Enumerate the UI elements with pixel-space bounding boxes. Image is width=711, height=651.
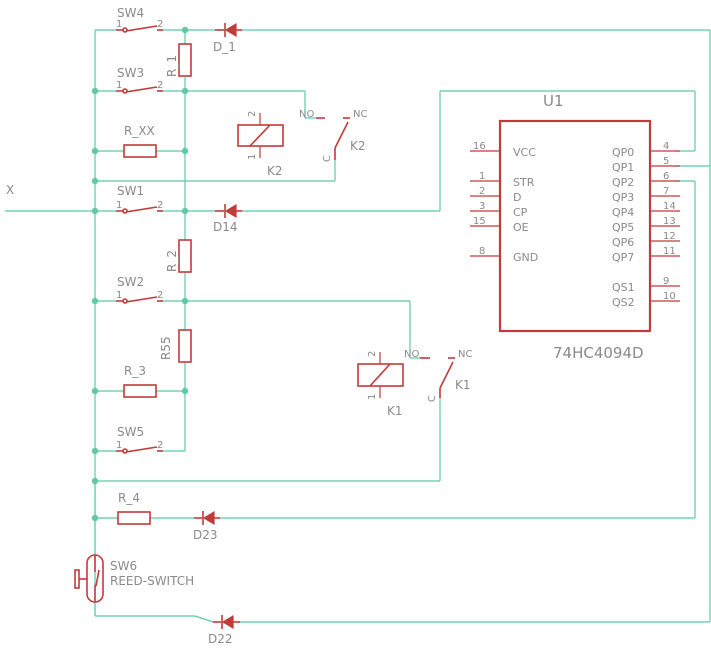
diode-d14[interactable]: D14 (213, 203, 242, 234)
k2-coil-pin2: 2 (247, 111, 258, 117)
u1-pin-num: 11 (663, 246, 676, 257)
u1-pin-num: 15 (473, 216, 486, 227)
sw3-pin2: 2 (157, 80, 163, 91)
sw5-name: SW5 (117, 425, 144, 439)
k1-coil-pin1: 1 (367, 394, 378, 400)
sw2-pin1: 1 (116, 290, 122, 301)
u1-pin-num: 10 (663, 291, 676, 302)
sw2-pin2: 2 (157, 290, 163, 301)
resistor-rxx[interactable]: R_XX (123, 124, 157, 158)
k2-coil-pin1: 1 (247, 154, 258, 160)
u1-pin-label: D (513, 191, 521, 204)
u1-pin-num: 13 (663, 216, 676, 227)
switch-sw3[interactable]: SW3 1 2 (116, 66, 163, 94)
u1-pin-num: 9 (663, 276, 669, 287)
u1-pin-num: 14 (663, 201, 676, 212)
u1-pin-num: 8 (479, 246, 485, 257)
sw1-pin2: 2 (157, 200, 163, 211)
u1-pin-num: 5 (663, 156, 669, 167)
u1-pin-num: 16 (473, 141, 486, 152)
k1-coil-name: K1 (387, 404, 403, 418)
k1-contact-name: K1 (455, 378, 471, 392)
net-label-x: X (6, 183, 14, 197)
relay-coil-k1[interactable]: 2 1 K1 (357, 351, 404, 418)
u1-pin-label: QS1 (612, 281, 635, 294)
k1-coil-pin2: 2 (367, 351, 378, 357)
u1-name: U1 (543, 92, 564, 110)
rxx-name: R_XX (124, 124, 155, 138)
junctions (91, 26, 189, 522)
u1-pin-label: STR (513, 176, 535, 189)
u1-pin-label: GND (513, 251, 538, 264)
u1-pin-label: QS2 (612, 296, 635, 309)
reed-switch-sw6[interactable]: SW6 REED-SWITCH (74, 554, 194, 603)
sw4-name: SW4 (117, 6, 144, 20)
r2-name: R_2 (165, 250, 179, 272)
u1-value: 74HC4094D (553, 344, 644, 362)
u1-pin-label: QP3 (612, 191, 634, 204)
d14-name: D14 (213, 220, 238, 234)
u1-pin-num: 4 (663, 141, 669, 152)
u1-pin-num: 12 (663, 231, 676, 242)
u1-pin-label: QP1 (612, 161, 634, 174)
sw5-pin1: 1 (116, 440, 122, 451)
r4-name: R_4 (118, 491, 140, 505)
relay-contact-k2[interactable]: NO NC C K2 (299, 109, 367, 162)
u1-pin-label: QP0 (612, 146, 634, 159)
u1-pin-label: VCC (513, 146, 536, 159)
u1-pin-num: 6 (663, 171, 669, 182)
r3-name: R_3 (124, 364, 146, 378)
resistor-r3[interactable]: R_3 (123, 364, 157, 398)
d22-name: D22 (208, 632, 233, 646)
u1-pin-num: 1 (479, 171, 485, 182)
d1-name: D_1 (213, 40, 236, 54)
k1-c: C (427, 395, 438, 402)
resistor-r1[interactable]: R_1 (165, 43, 192, 77)
u1-pin-label: CP (513, 206, 528, 219)
sw5-pin2: 2 (157, 440, 163, 451)
d23-name: D23 (193, 528, 218, 542)
sw3-name: SW3 (117, 66, 144, 80)
resistor-r2[interactable]: R_2 (165, 239, 192, 273)
k2-contact-name: K2 (350, 139, 366, 153)
sw3-pin1: 1 (116, 80, 122, 91)
resistor-r55[interactable]: R55 (159, 329, 192, 363)
switch-sw1[interactable]: SW1 1 2 (116, 184, 163, 214)
sw6-name: SW6 (110, 559, 137, 573)
k2-c: C (322, 155, 333, 162)
u1-pin-num: 7 (663, 186, 669, 197)
switch-sw4[interactable]: SW4 1 2 (116, 6, 163, 33)
u1-pin-label: QP7 (612, 251, 634, 264)
k2-nc: NC (353, 109, 367, 120)
k1-nc: NC (458, 349, 472, 360)
sw4-pin2: 2 (157, 19, 163, 30)
sw4-pin1: 1 (116, 19, 122, 30)
relay-contact-k1[interactable]: NO NC C K1 (404, 349, 472, 402)
u1-pin-label: OE (513, 221, 529, 234)
ic-u1[interactable]: U1 74HC4094D 16 VCC 1 STR 2 D 3 CP 15 OE… (470, 92, 680, 362)
k2-coil-name: K2 (267, 164, 283, 178)
resistor-r4[interactable]: R_4 (117, 491, 151, 525)
switch-sw5[interactable]: SW5 1 2 (116, 425, 163, 454)
u1-pin-label: QP5 (612, 221, 634, 234)
r55-name: R55 (159, 336, 173, 360)
u1-pin-label: QP4 (612, 206, 634, 219)
u1-pin-label: QP2 (612, 176, 634, 189)
sw6-value: REED-SWITCH (110, 574, 194, 588)
k1-no: NO (404, 349, 419, 360)
k2-no: NO (299, 109, 314, 120)
u1-pin-num: 3 (479, 201, 485, 212)
u1-pin-label: QP6 (612, 236, 634, 249)
sw1-name: SW1 (117, 184, 144, 198)
diode-d22[interactable]: D22 (208, 614, 240, 646)
sw2-name: SW2 (117, 275, 144, 289)
switch-sw2[interactable]: SW2 1 2 (116, 275, 163, 304)
diode-d1[interactable]: D_1 (213, 22, 242, 54)
diode-d23[interactable]: D23 (193, 510, 220, 542)
sw1-pin1: 1 (116, 200, 122, 211)
u1-pin-num: 2 (479, 186, 485, 197)
r1-name: R_1 (165, 55, 179, 77)
relay-coil-k2[interactable]: 2 1 K2 (237, 111, 284, 178)
